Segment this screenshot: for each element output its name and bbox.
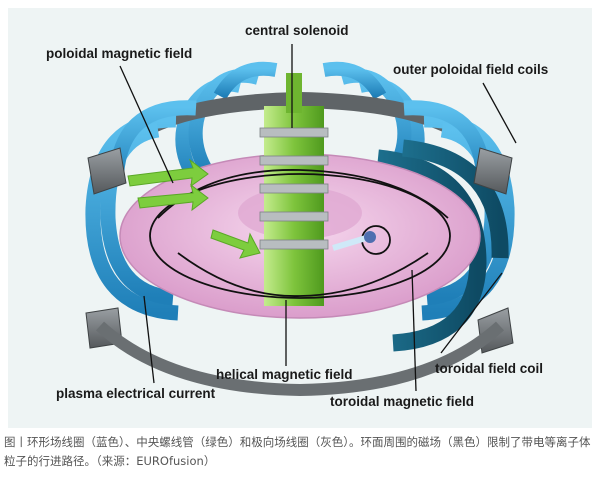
- outer-poloidal-coil-bottom: [95, 321, 505, 397]
- current-arrow-head: [364, 231, 376, 243]
- label-central-solenoid: central solenoid: [245, 23, 349, 38]
- tokamak-diagram: central solenoid poloidal magnetic field…: [8, 8, 592, 428]
- label-toroidal-magnetic-field: toroidal magnetic field: [330, 394, 474, 409]
- leader-lines: [119, 44, 517, 392]
- label-toroidal-field-coil: toroidal field coil: [435, 361, 543, 376]
- label-helical-magnetic-field: helical magnetic field: [216, 367, 353, 382]
- current-arrow: [332, 235, 367, 251]
- central-solenoid: [259, 73, 329, 306]
- label-poloidal-magnetic-field: poloidal magnetic field: [46, 46, 192, 61]
- label-plasma-electrical-current: plasma electrical current: [56, 386, 216, 401]
- label-outer-poloidal-field-coils: outer poloidal field coils: [393, 62, 548, 77]
- figure-caption: 图丨环形场线圈（蓝色）、中央螺线管（绿色）和极向场线圈（灰色）。环面周围的磁场（…: [4, 435, 591, 468]
